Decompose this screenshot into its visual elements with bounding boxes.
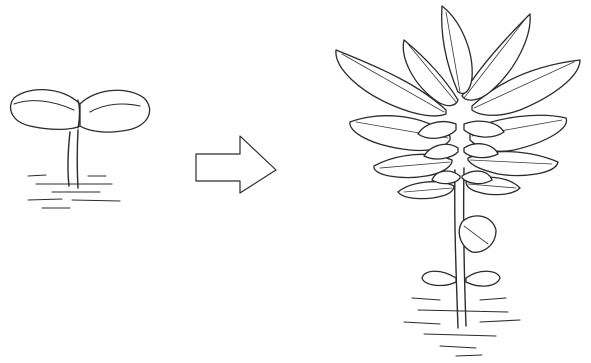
seedling-sketch-icon <box>11 90 150 208</box>
mature-plant-sketch-icon <box>336 6 580 356</box>
right-arrow-icon <box>196 136 276 193</box>
